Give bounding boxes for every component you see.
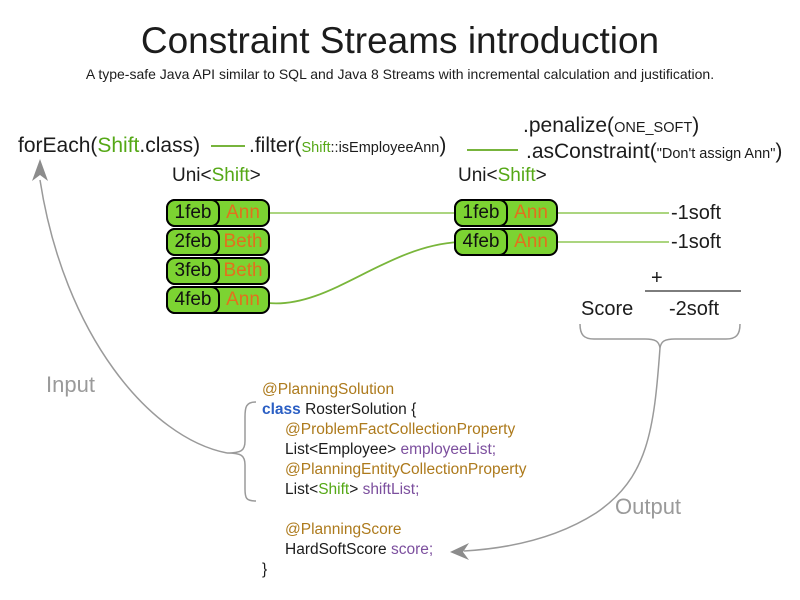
text-segment: RosterSolution { [300, 401, 417, 418]
shift-row: 4feb Ann [454, 228, 558, 256]
code-line: class RosterSolution { [262, 400, 526, 420]
employee-cell: Beth [223, 260, 263, 281]
asconstraint-expression: .asConstraint("Don't assign Ann") [526, 139, 782, 167]
text-segment: ) [692, 114, 700, 137]
text-segment: class [262, 401, 301, 418]
code-line: List<Employee> employeeList; [262, 440, 526, 460]
code-brace [226, 401, 257, 502]
output-label: Output [615, 494, 682, 519]
input-label: Input [46, 372, 95, 397]
text-segment: @PlanningEntityCollectionProperty [285, 461, 527, 478]
code-line: HardSoftScore score; [262, 540, 526, 560]
shift-row: 1feb Ann [166, 199, 270, 227]
employee-cell: Beth [223, 231, 263, 252]
page-title: Constraint Streams introduction [140, 20, 660, 61]
text-segment: Uni< [172, 165, 212, 186]
shift-row: 4feb Ann [166, 286, 270, 314]
shift-row: 1feb Ann [454, 199, 558, 227]
employee-cell: Ann [514, 202, 548, 223]
plus-sign: + [651, 267, 663, 289]
date-cell: 1feb [166, 199, 220, 227]
text-segment: .penalize( [523, 114, 615, 137]
code-line: @PlanningScore [262, 520, 526, 540]
score-label: Score [581, 298, 634, 320]
text-segment: score; [390, 541, 434, 558]
text-segment: Shift [301, 140, 331, 156]
date-cell: 4feb [166, 286, 220, 314]
filter-expression: .filter(Shift::isEmployeeAnn) [249, 133, 446, 161]
text-segment: forEach( [18, 134, 98, 157]
code-line: @ProblemFactCollectionProperty [262, 420, 526, 440]
code-line: } [262, 560, 526, 580]
employee-cell: Ann [226, 289, 260, 310]
penalize-expression: .penalize(ONE_SOFT) [523, 113, 699, 141]
text-segment: .filter( [249, 134, 302, 157]
input-arrowhead-icon [32, 159, 48, 181]
employee-cell: Ann [514, 231, 548, 252]
left-uni-shift-label: Uni<Shift> [172, 165, 261, 187]
text-segment: @ProblemFactCollectionProperty [285, 421, 516, 438]
code-line [262, 500, 526, 520]
text-segment: > [535, 165, 547, 186]
text-segment: .asConstraint( [526, 140, 657, 163]
text-segment: ) [775, 140, 783, 163]
text-segment: @PlanningSolution [262, 381, 395, 398]
date-cell: 2feb [166, 228, 220, 256]
score-brace [579, 323, 741, 349]
text-segment: > [349, 481, 363, 498]
code-line: List<Shift> shiftList; [262, 480, 526, 500]
employee-cell: Ann [226, 202, 260, 223]
text-segment: "Don't assign Ann" [656, 146, 776, 162]
date-cell: 3feb [166, 257, 220, 285]
date-cell: 4feb [454, 228, 508, 256]
text-segment: Shift [318, 481, 350, 498]
text-segment: .class) [139, 134, 201, 157]
text-segment: List<Employee> [285, 441, 401, 458]
text-segment: Shift [97, 134, 140, 157]
page-subtitle: A type-safe Java API similar to SQL and … [85, 66, 715, 82]
score-total: -2soft [669, 298, 720, 320]
connector-shift-4feb [267, 241, 460, 305]
foreach-expression: forEach(Shift.class) [18, 133, 200, 158]
code-line: @PlanningSolution [262, 380, 526, 400]
text-segment: employeeList; [400, 441, 497, 458]
text-segment: ::isEmployeeAnn [330, 140, 440, 156]
text-segment: Shift [497, 165, 536, 186]
text-segment: shiftList; [362, 481, 420, 498]
text-segment: ONE_SOFT [614, 120, 693, 136]
match-penalty-1: -1soft [671, 202, 722, 224]
text-segment: > [249, 165, 261, 186]
match-penalty-2: -1soft [671, 231, 722, 253]
text-segment: } [262, 561, 268, 578]
text-segment: @PlanningScore [285, 521, 402, 538]
text-segment: Uni< [458, 165, 498, 186]
text-segment: ) [439, 134, 447, 157]
right-uni-shift-label: Uni<Shift> [458, 165, 547, 187]
text-segment: Shift [211, 165, 250, 186]
date-cell: 1feb [454, 199, 508, 227]
text-segment: List< [285, 481, 319, 498]
text-segment: HardSoftScore [285, 541, 391, 558]
code-line: @PlanningEntityCollectionProperty [262, 460, 526, 480]
